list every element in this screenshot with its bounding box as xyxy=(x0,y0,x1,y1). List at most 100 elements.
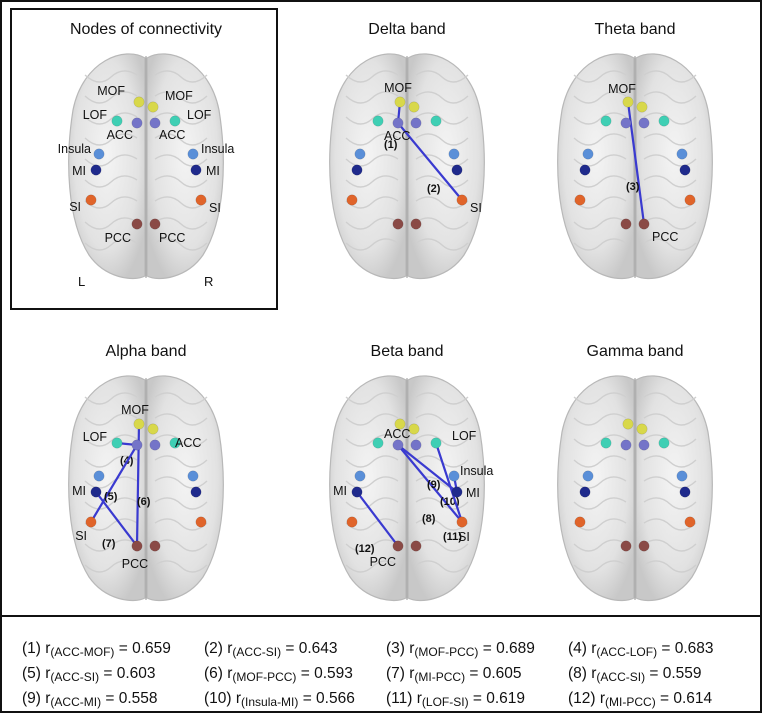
legend-row: (5) r(ACC-SI) = 0.603(6) r(MOF-PCC) = 0.… xyxy=(22,663,752,688)
node-mi-l xyxy=(351,486,363,498)
gyrus-line xyxy=(573,434,627,447)
node-si-l xyxy=(346,194,358,206)
node-si-r xyxy=(456,194,468,206)
node-pcc-l xyxy=(392,218,404,230)
gyrus-line xyxy=(643,238,697,251)
legend-value: = 0.689 xyxy=(478,640,535,657)
gyrus-line xyxy=(154,112,208,125)
connection-number: (12) xyxy=(355,543,375,555)
gyrus-line xyxy=(84,238,138,251)
node-lof-l xyxy=(600,115,612,127)
gyrus-line xyxy=(345,413,399,426)
legend-value: = 0.659 xyxy=(114,640,171,657)
node-label: SI xyxy=(470,201,482,215)
node-mof-r xyxy=(147,101,159,113)
node-mof-r xyxy=(147,423,159,435)
node-insula-l xyxy=(93,470,105,482)
legend-pair: (LOF-SI) xyxy=(421,695,469,709)
legend-value: = 0.683 xyxy=(657,640,714,657)
gyrus-line xyxy=(84,175,138,188)
gyrus-line xyxy=(84,196,138,209)
node-lof-r xyxy=(169,115,181,127)
node-si-r xyxy=(456,516,468,528)
node-label: PCC xyxy=(122,557,148,571)
node-label: PCC xyxy=(159,231,185,245)
gyrus-line xyxy=(154,217,208,230)
node-mi-l xyxy=(351,164,363,176)
legend-r: r xyxy=(45,665,51,682)
gyrus-line xyxy=(643,133,697,146)
node-mof-l xyxy=(394,96,406,108)
node-insula-l xyxy=(582,470,594,482)
legend-r: r xyxy=(591,665,597,682)
node-pcc-l xyxy=(392,540,404,552)
gyrus-line xyxy=(345,154,399,167)
gyrus-line xyxy=(345,238,399,251)
gyrus-line xyxy=(345,70,399,83)
node-label: MOF xyxy=(121,403,149,417)
node-insula-l xyxy=(354,148,366,160)
node-label: LOF xyxy=(83,430,108,444)
node-label: PCC xyxy=(652,230,678,244)
gyrus-line xyxy=(573,392,627,405)
legend-r: r xyxy=(227,665,233,682)
legend-value: = 0.558 xyxy=(101,690,158,707)
gyrus-line xyxy=(415,91,469,104)
legend-number: (1) xyxy=(22,640,46,657)
gyrus-line xyxy=(643,497,697,510)
legend-divider xyxy=(0,615,762,617)
legend-pair: (ACC-SI) xyxy=(596,670,646,684)
gyrus-line xyxy=(154,175,208,188)
panel-title: Alpha band xyxy=(106,343,187,360)
gyrus-line xyxy=(345,434,399,447)
gyrus-line xyxy=(345,175,399,188)
connection-number: (1) xyxy=(384,139,398,151)
legend-pair: (MOF-PCC) xyxy=(414,645,479,659)
connection-number: (8) xyxy=(422,513,436,525)
legend-number: (11) xyxy=(386,690,417,707)
gyrus-line xyxy=(345,476,399,489)
connection-number: (6) xyxy=(137,496,151,508)
legend-number: (7) xyxy=(386,665,410,682)
gyrus-line xyxy=(345,392,399,405)
node-pcc-r xyxy=(149,540,161,552)
panel-title: Nodes of connectivity xyxy=(70,21,222,38)
gyrus-line xyxy=(573,476,627,489)
gyrus-line xyxy=(643,70,697,83)
node-acc-l xyxy=(131,117,143,129)
gyrus-line xyxy=(154,518,208,531)
legend-number: (3) xyxy=(386,640,410,657)
node-mof-l xyxy=(133,96,145,108)
legend-item: (7) r(MI-PCC) = 0.605 xyxy=(386,663,568,688)
gyrus-line xyxy=(415,175,469,188)
legend-value: = 0.603 xyxy=(99,665,156,682)
node-label: PCC xyxy=(370,555,396,569)
node-mof-l xyxy=(394,418,406,430)
gyrus-line xyxy=(84,217,138,230)
gyrus-line xyxy=(345,518,399,531)
node-acc-l xyxy=(620,117,632,129)
node-mof-r xyxy=(408,101,420,113)
connection-line xyxy=(396,121,464,202)
node-label: MI xyxy=(206,164,220,178)
hemisphere-r xyxy=(635,375,713,602)
gyrus-line xyxy=(415,133,469,146)
node-pcc-l xyxy=(131,218,143,230)
node-si-r xyxy=(684,194,696,206)
hemisphere-l xyxy=(557,375,635,602)
gyrus-line xyxy=(345,539,399,552)
legend-row: (1) r(ACC-MOF) = 0.659(2) r(ACC-SI) = 0.… xyxy=(22,638,752,663)
gyrus-line xyxy=(573,560,627,573)
gyrus-line xyxy=(415,539,469,552)
gyrus-line xyxy=(84,154,138,167)
gyrus-line xyxy=(573,238,627,251)
node-label: ACC xyxy=(175,436,201,450)
gyrus-line xyxy=(345,455,399,468)
connection-line xyxy=(355,490,400,548)
legend-r: r xyxy=(45,640,51,657)
gyrus-line xyxy=(643,392,697,405)
panel-gamma: Gamma band xyxy=(557,343,713,602)
legend-value: = 0.593 xyxy=(296,665,353,682)
